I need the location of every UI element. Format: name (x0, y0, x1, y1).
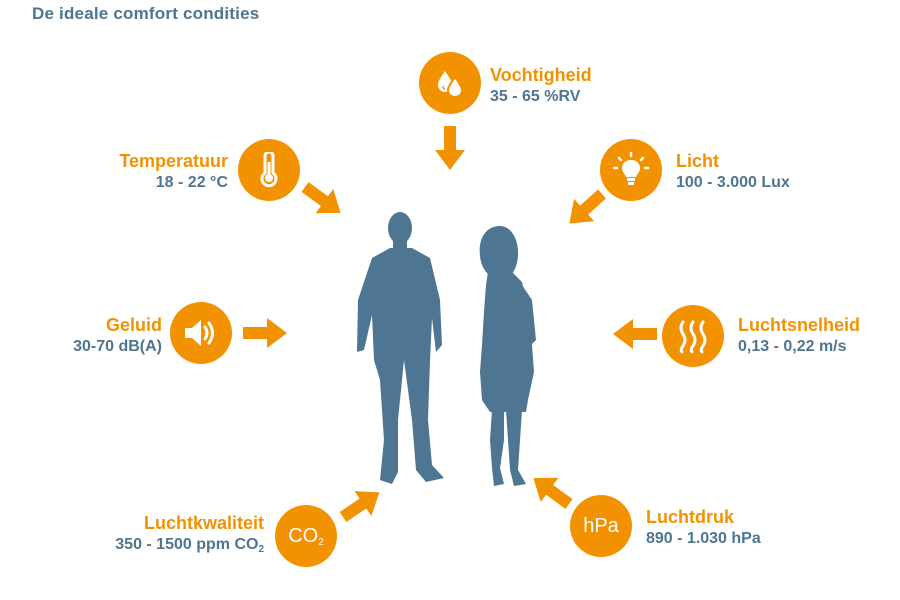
air-flow-icon (679, 320, 707, 354)
air-quality-name: Luchtkwaliteit (143, 513, 264, 533)
co2-icon: CO2 (288, 524, 324, 548)
woman-silhouette (479, 226, 536, 486)
thermometer-icon (260, 152, 278, 188)
light-label: Licht 100 - 3.000 Lux (676, 150, 790, 193)
temperature-label: Temperatuur 18 - 22 °C (119, 150, 228, 193)
sound-value: 30-70 dB(A) (73, 337, 162, 355)
arrow-luchtdruk (524, 466, 578, 517)
humidity-circle (419, 52, 481, 114)
humidity-value: 35 - 65 %RV (490, 87, 581, 105)
water-drops-icon (438, 71, 464, 99)
sound-name: Geluid (105, 315, 162, 335)
light-value: 100 - 3.000 Lux (676, 173, 790, 191)
temperature-name: Temperatuur (119, 151, 228, 171)
air-speed-label: Luchtsnelheid 0,13 - 0,22 m/s (738, 314, 860, 357)
page-title: De ideale comfort condities (32, 4, 260, 23)
sound-circle (170, 302, 232, 364)
sound-label: Geluid 30-70 dB(A) (73, 314, 162, 357)
arrow-vochtigheid (435, 126, 465, 170)
air-speed-name: Luchtsnelheid (738, 315, 861, 335)
light-bulb-icon (612, 151, 650, 185)
arrow-luchtkwaliteit (334, 479, 388, 530)
air-pressure-circle: hPa (570, 495, 632, 557)
arrow-luchtsnelheid (613, 319, 657, 349)
man-silhouette (357, 212, 444, 484)
arrow-geluid (243, 318, 287, 348)
light-circle (600, 139, 662, 201)
air-quality-label: Luchtkwaliteit 350 - 1500 ppm CO2 (115, 512, 264, 556)
air-speed-value: 0,13 - 0,22 m/s (738, 337, 847, 355)
air-pressure-label: Luchtdruk 890 - 1.030 hPa (646, 506, 761, 549)
light-name: Licht (676, 151, 719, 171)
air-quality-circle: CO2 (275, 505, 337, 567)
temperature-value: 18 - 22 °C (155, 173, 228, 191)
speaker-icon (185, 320, 214, 346)
humidity-label: Vochtigheid 35 - 65 %RV (490, 64, 592, 107)
humidity-name: Vochtigheid (490, 65, 592, 85)
hpa-icon: hPa (583, 514, 619, 537)
temperature-circle (238, 139, 300, 201)
arrow-licht (559, 182, 613, 235)
air-speed-circle (662, 305, 724, 367)
air-quality-value: 350 - 1500 ppm CO2 (115, 535, 264, 555)
arrow-temperatuur (296, 174, 350, 225)
air-pressure-value: 890 - 1.030 hPa (646, 529, 761, 547)
air-pressure-name: Luchtdruk (646, 507, 734, 527)
